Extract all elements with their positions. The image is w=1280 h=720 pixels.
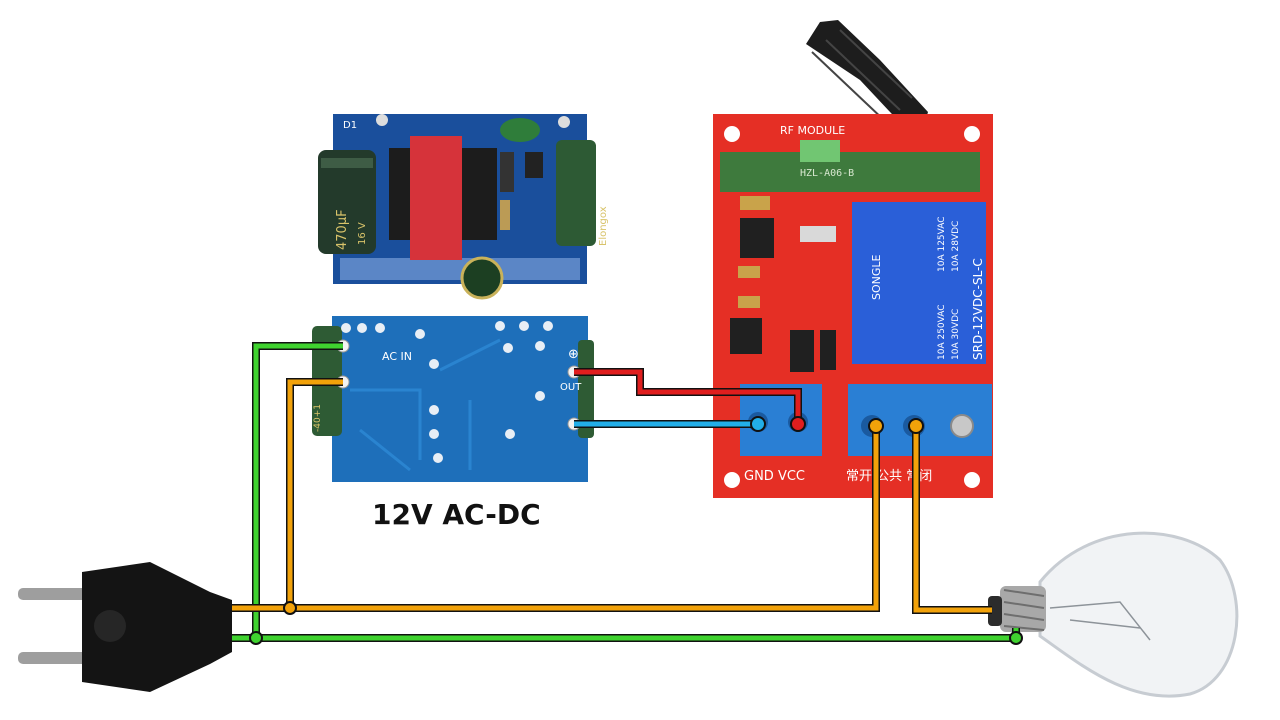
converter-side-text: -40+1 xyxy=(313,404,323,432)
rf-module-label: RF MODULE xyxy=(780,124,845,137)
capacitor-left xyxy=(318,150,376,254)
bulb-base xyxy=(1000,586,1046,632)
terminal-vcc xyxy=(790,416,806,432)
wire-switched-live xyxy=(913,426,992,613)
power-plug xyxy=(18,562,232,692)
terminal-gnd xyxy=(750,416,766,432)
relay-rating-2: 10A 125VAC xyxy=(937,216,947,272)
relay-rating-4: 10A 28VDC xyxy=(951,221,961,272)
relay-model: SRD-12VDC-SL-C xyxy=(971,258,985,360)
relay-rating-1: 10A 250VAC xyxy=(937,304,947,360)
gnd-vcc-label: GND VCC xyxy=(744,469,805,484)
label-d1: D1 xyxy=(343,120,357,131)
out-label: OUT xyxy=(560,382,582,393)
transformer-core xyxy=(410,136,462,260)
converter-bottom-pcb xyxy=(332,316,588,482)
converter-bottom-view: -40+1 AC IN OUT ⊕ xyxy=(312,316,594,482)
regulator xyxy=(730,318,762,354)
plug-body xyxy=(82,562,232,692)
terminal-com xyxy=(908,418,924,434)
receiver-label: HZL-A06-B xyxy=(800,168,854,179)
capacitor-right xyxy=(556,140,596,246)
relay-body xyxy=(852,202,986,364)
bulb-filament xyxy=(1049,601,1151,641)
converter-top-view: D1 470µF 16 V Elongox xyxy=(318,114,609,300)
relay-terminal-label: 常开 公共 常闭 xyxy=(846,469,932,484)
plug-pin-top xyxy=(18,588,92,600)
cap-brand: Elongox xyxy=(598,206,609,246)
ic-chip xyxy=(740,218,774,258)
cap-text-2: 16 V xyxy=(357,222,368,245)
out-plus-symbol: ⊕ xyxy=(568,347,579,362)
relay-brand: SONGLE xyxy=(870,254,883,300)
cap-text-1: 470µF xyxy=(335,209,350,250)
wire-dc-positive xyxy=(574,369,801,424)
junction-live xyxy=(283,601,297,615)
y-capacitor xyxy=(500,118,540,142)
relay-module: RF MODULE HZL-A06-B SONGLE SRD-12VDC-SL-… xyxy=(713,20,993,498)
junction-neutral xyxy=(249,631,263,645)
relay-rating-3: 10A 30VDC xyxy=(951,309,961,360)
ac-in-label: AC IN xyxy=(382,350,412,363)
inductor xyxy=(460,256,504,300)
plug-pin-bottom xyxy=(18,652,92,664)
wiring xyxy=(232,342,1023,645)
terminal-no xyxy=(868,418,884,434)
receiver-board xyxy=(720,152,980,192)
light-bulb xyxy=(988,531,1239,698)
bulb-glass xyxy=(1038,531,1239,698)
converter-caption: 12V AC-DC xyxy=(372,498,541,531)
